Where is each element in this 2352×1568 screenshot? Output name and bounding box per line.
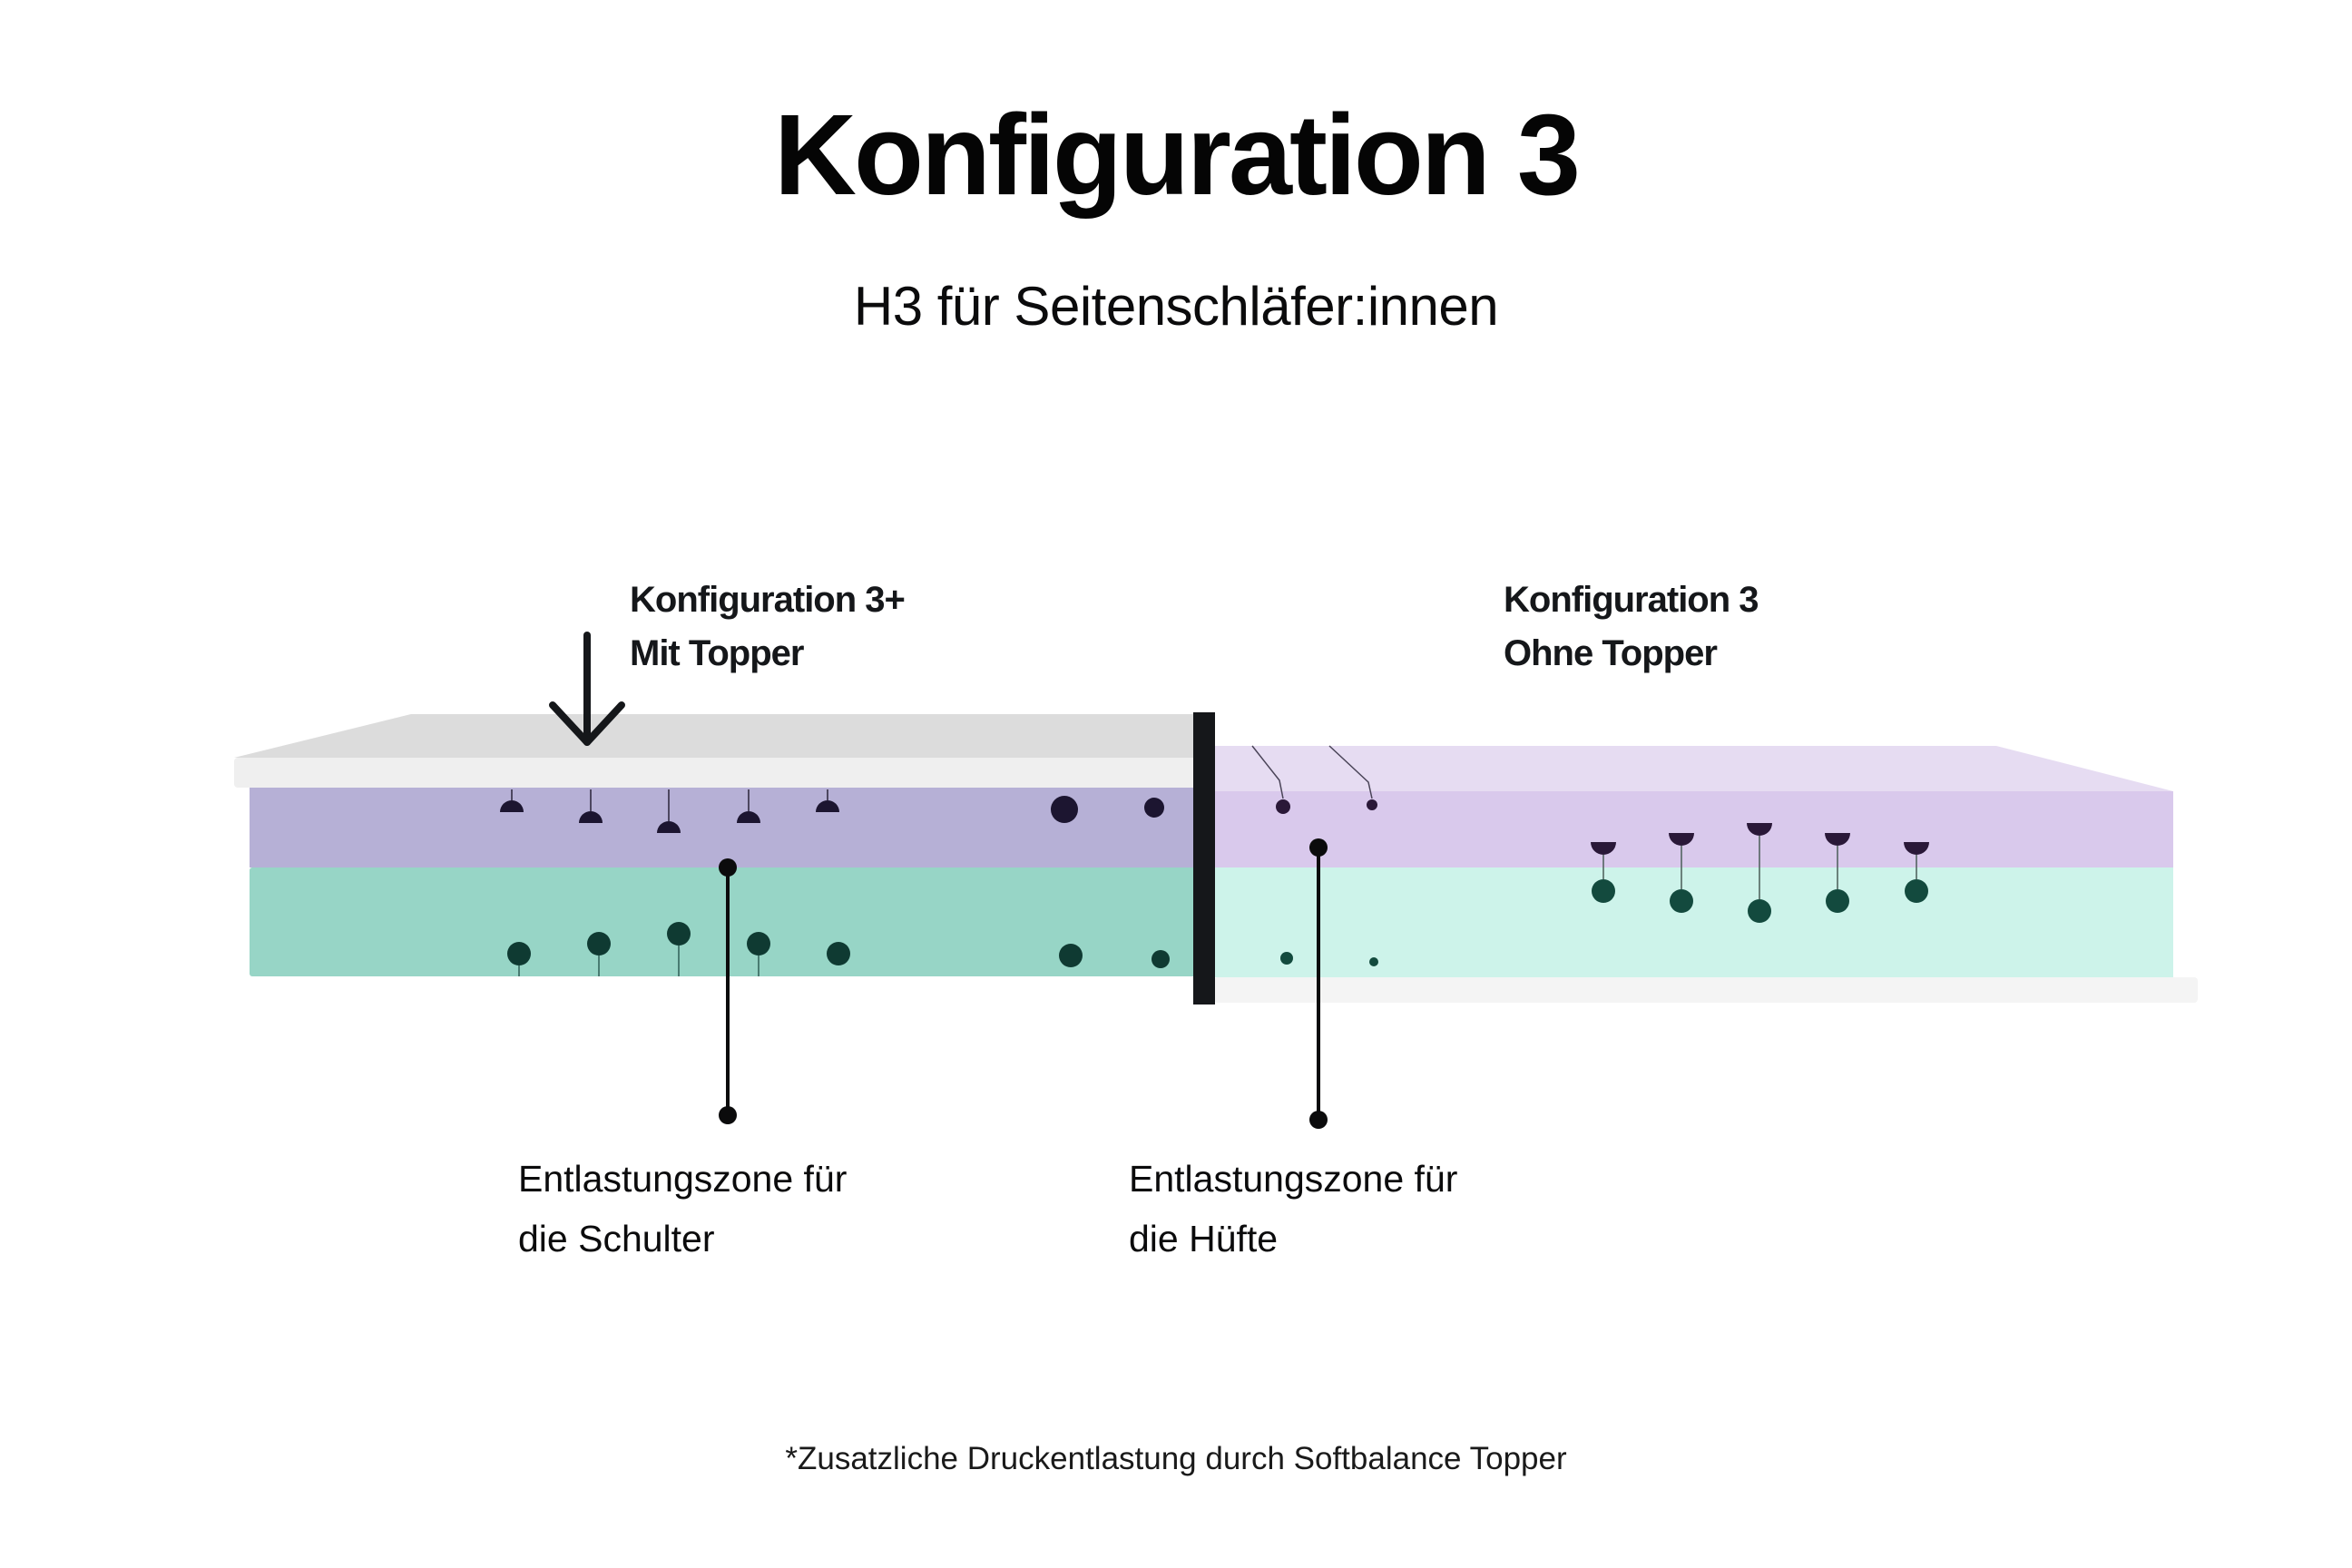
zone-label-line2: die Hüfte bbox=[1129, 1218, 1279, 1259]
arrow-down-icon bbox=[549, 632, 625, 746]
hip-callout bbox=[1309, 838, 1328, 1129]
zone-label-shoulder: Entlastungszone für die Schulter bbox=[518, 1149, 847, 1269]
split-divider bbox=[1193, 712, 1215, 1004]
config-label-with-topper: Konfiguration 3+ Mit Topper bbox=[630, 573, 906, 681]
zone-label-line1: Entlastungszone für bbox=[1129, 1158, 1458, 1200]
topper-front bbox=[234, 758, 1196, 788]
mattress-with-topper bbox=[234, 714, 1196, 976]
topper-top-surface bbox=[234, 714, 1196, 758]
config-label-subtitle: Ohne Topper bbox=[1504, 633, 1718, 673]
page-subtitle: H3 für Seitenschläfer:innen bbox=[853, 276, 1499, 337]
shoulder-zone-holes bbox=[500, 789, 1164, 833]
zone-label-line1: Entlastungszone für bbox=[518, 1158, 848, 1200]
teal-layer-right bbox=[1214, 867, 2173, 977]
config-label-subtitle: Mit Topper bbox=[630, 633, 804, 673]
mattress-without-topper bbox=[1214, 745, 2198, 1003]
teal-holes-left bbox=[507, 922, 1170, 976]
white-base-right bbox=[1214, 977, 2198, 1003]
config-label-title: Konfiguration 3 bbox=[1504, 580, 1759, 620]
hip-zone-holes bbox=[1276, 799, 1929, 855]
purple-layer-left bbox=[250, 788, 1196, 867]
purple-top-surface bbox=[1214, 746, 2173, 791]
footnote: *Zusatzliche Druckentlastung durch Softb… bbox=[785, 1441, 1567, 1476]
zone-label-hip: Entlastungszone für die Hüfte bbox=[1129, 1149, 1457, 1269]
teal-holes-right bbox=[1280, 879, 1928, 966]
zone-label-line2: die Schulter bbox=[518, 1218, 715, 1259]
page-title: Konfiguration 3 bbox=[774, 91, 1581, 219]
config-label-title: Konfiguration 3+ bbox=[630, 580, 906, 620]
purple-layer-right bbox=[1214, 791, 2173, 867]
shoulder-callout bbox=[719, 858, 737, 1124]
teal-layer-left bbox=[250, 867, 1196, 976]
config-label-without-topper: Konfiguration 3 Ohne Topper bbox=[1504, 573, 1759, 681]
